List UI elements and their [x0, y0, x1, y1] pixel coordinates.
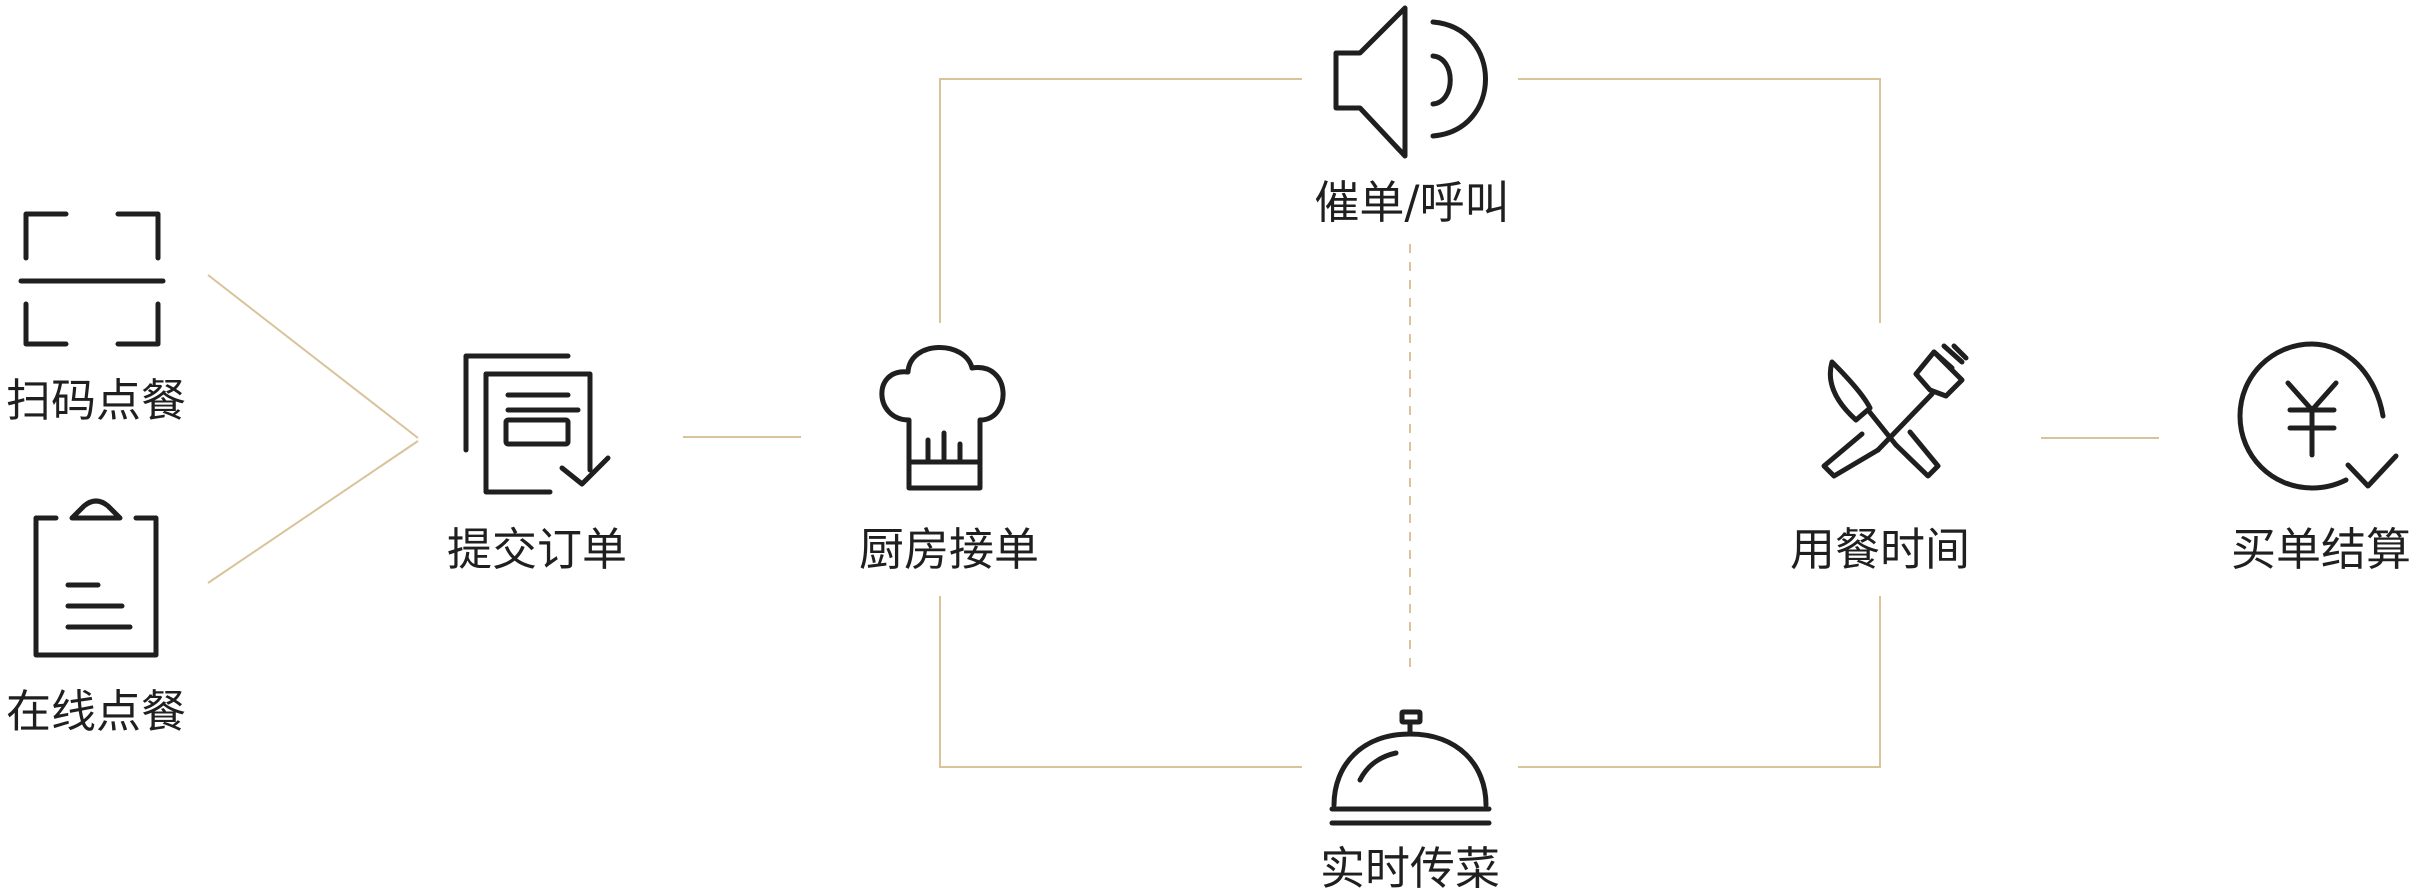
label-submit-order: 提交订单 — [447, 523, 627, 576]
knife-fork-icon — [1821, 343, 1969, 479]
label-kitchen-accept: 厨房接单 — [859, 523, 1039, 576]
scan-icon — [18, 211, 166, 347]
label-online-order: 在线点餐 — [6, 685, 186, 738]
connector-scan-to-submit — [207, 274, 419, 439]
speaker-icon — [1333, 5, 1488, 159]
chef-hat-icon — [879, 345, 1006, 491]
connector-kitchen-to-serve — [939, 596, 1302, 768]
label-serve-realtime: 实时传菜 — [1320, 842, 1500, 894]
cloche-icon — [1329, 709, 1492, 826]
documents-check-icon — [463, 353, 611, 495]
connector-serve-to-dining — [1518, 596, 1881, 768]
label-urge-call: 催单/呼叫 — [1314, 176, 1509, 229]
yuan-check-icon — [2237, 341, 2399, 491]
labels: 扫码点餐 在线点餐 提交订单 厨房接单 催单/呼叫 实时传菜 用餐时间 买单结算 — [6, 176, 2411, 894]
connectors — [207, 78, 2159, 768]
label-checkout: 买单结算 — [2231, 523, 2411, 576]
connector-online-to-submit — [207, 440, 419, 584]
label-scan-order: 扫码点餐 — [6, 374, 186, 427]
clipboard-icon — [33, 498, 159, 658]
connector-urge-to-dining — [1518, 78, 1881, 323]
connector-kitchen-to-urge — [939, 78, 1302, 323]
label-dining-time: 用餐时间 — [1790, 523, 1970, 576]
